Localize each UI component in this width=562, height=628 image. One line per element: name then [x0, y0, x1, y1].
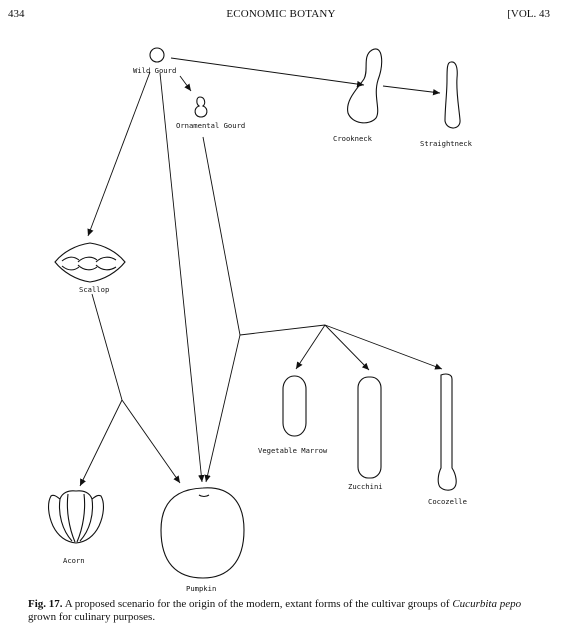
journal-title: ECONOMIC BOTANY: [226, 8, 336, 20]
label-zucchini: Zucchini: [348, 482, 383, 491]
cucurbita-origin-diagram: Wild Gourd Ornamental Gourd Crookneck St…: [48, 47, 473, 593]
scallop-shape: [54, 242, 126, 283]
page-number: 434: [8, 8, 25, 20]
wild-gourd-shape: [149, 47, 165, 63]
caption-species: Cucurbita pepo: [452, 598, 522, 610]
connector-lines: [79, 57, 443, 487]
caption-text-before: A proposed scenario for the origin of th…: [64, 598, 450, 610]
cocozelle-shape: [437, 373, 457, 491]
acorn-shape: [48, 490, 104, 544]
straightneck-shape: [444, 61, 461, 129]
label-pumpkin: Pumpkin: [186, 584, 216, 593]
vegetable-marrow-shape: [282, 375, 307, 437]
volume-label: [VOL. 43: [507, 8, 550, 20]
label-ornamental-gourd: Ornamental Gourd: [176, 121, 245, 130]
crookneck-shape: [347, 48, 383, 124]
caption-text-after: grown for culinary purposes.: [28, 611, 156, 623]
label-crookneck: Crookneck: [333, 134, 373, 143]
label-scallop: Scallop: [79, 285, 109, 294]
ornamental-gourd-shape: [194, 96, 208, 118]
figure-caption: Fig. 17. A proposed scenario for the ori…: [28, 598, 548, 624]
label-wild-gourd: Wild Gourd: [133, 66, 176, 75]
zucchini-shape: [357, 376, 382, 479]
label-cocozelle: Cocozelle: [428, 497, 467, 506]
label-vegetable-marrow: Vegetable Marrow: [258, 446, 328, 455]
label-straightneck: Straightneck: [420, 139, 473, 148]
pumpkin-shape: [160, 487, 245, 579]
label-acorn: Acorn: [63, 556, 85, 565]
caption-figure-label: Fig. 17.: [28, 598, 63, 610]
